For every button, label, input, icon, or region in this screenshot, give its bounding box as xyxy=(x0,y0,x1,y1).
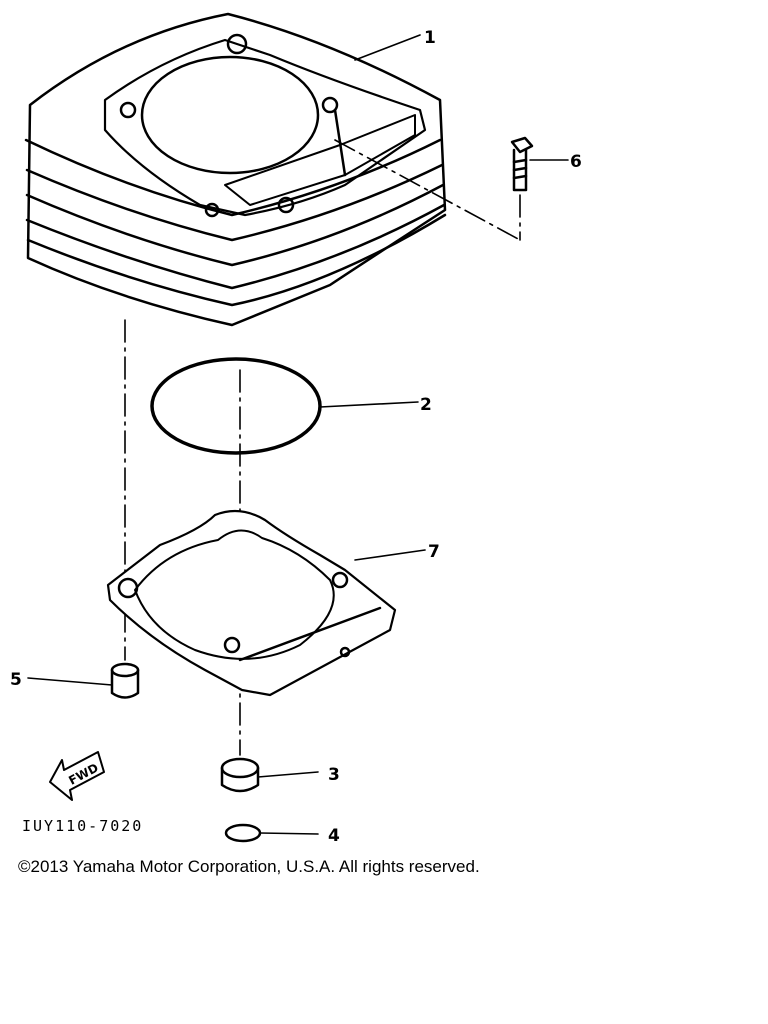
leader-lines xyxy=(27,34,569,835)
part-code: IUY110-7020 xyxy=(22,817,143,835)
callout-1: 1 xyxy=(424,28,436,48)
copyright-notice: ©2013 Yamaha Motor Corporation, U.S.A. A… xyxy=(18,857,480,876)
cylinder-gasket-part xyxy=(106,509,397,697)
small-o-ring-part xyxy=(224,823,262,843)
cylinder-part xyxy=(24,12,447,327)
callout-6: 6 xyxy=(570,152,582,172)
parts-diagram: 1 6 2 7 5 3 4 FWD IUY110-7020 xyxy=(10,12,582,846)
bolt-part xyxy=(510,136,534,192)
dowel-pin-left-part xyxy=(110,662,140,699)
callout-4: 4 xyxy=(328,826,340,846)
callout-3: 3 xyxy=(328,765,340,785)
callout-5: 5 xyxy=(10,670,22,690)
callout-7: 7 xyxy=(428,542,440,562)
o-ring-part xyxy=(150,357,322,455)
dowel-pin-front-part xyxy=(220,757,260,793)
fwd-arrow-icon xyxy=(49,751,105,801)
callout-2: 2 xyxy=(420,395,432,415)
